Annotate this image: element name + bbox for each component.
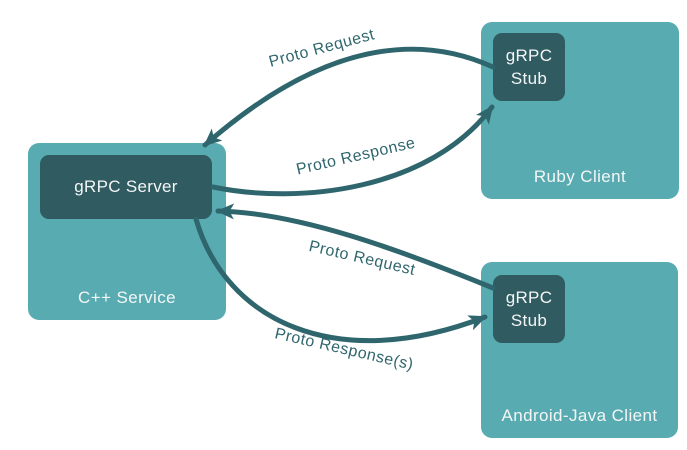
cpp-service-box: gRPC Server C++ Service	[28, 143, 226, 320]
android-java-client-label: Android-Java Client	[501, 406, 658, 425]
android-grpc-stub-box: gRPC Stub	[493, 275, 565, 343]
label-proto-response-top: Proto Response	[294, 134, 418, 179]
ruby-client-box: gRPC Stub Ruby Client	[481, 22, 679, 199]
arrow-proto-request-ruby-to-server	[202, 46, 496, 148]
grpc-server-box: gRPC Server	[40, 155, 212, 219]
cpp-service-label: C++ Service	[78, 288, 176, 307]
label-proto-request-top: Proto Request	[267, 26, 377, 71]
arrow-proto-response-server-to-android	[193, 216, 488, 343]
android-java-client-box: gRPC Stub Android-Java Client	[481, 262, 678, 438]
ruby-client-label: Ruby Client	[533, 167, 627, 186]
ruby-grpc-stub-label: gRPC Stub	[505, 46, 553, 88]
label-proto-responses-bottom: Proto Response(s)	[273, 325, 416, 374]
label-proto-request-bottom: Proto Request	[307, 237, 418, 280]
grpc-server-label: gRPC Server	[74, 177, 178, 196]
ruby-grpc-stub-box: gRPC Stub	[493, 33, 565, 101]
android-grpc-stub-label: gRPC Stub	[505, 288, 553, 330]
